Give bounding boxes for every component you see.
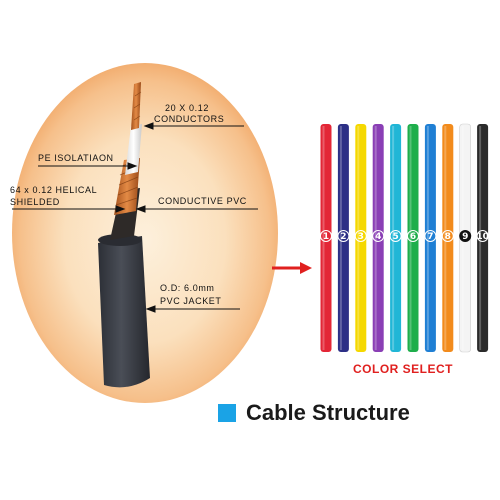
red-arrow	[272, 262, 312, 274]
wire-4-body	[372, 124, 384, 352]
wire-10-highlight	[479, 126, 482, 350]
color-wires: 1 2 3 4 5 6 7 8 9 10	[320, 123, 489, 353]
wire-9-number: 9	[462, 232, 468, 242]
wire-5-number-badge	[389, 230, 402, 242]
footer: Cable Structure	[218, 400, 410, 426]
wire-5-body	[390, 124, 402, 352]
conductors-label-line2: CONDUCTORS	[154, 114, 225, 124]
wire-8-number-badge	[441, 230, 454, 242]
wire-6-number-badge	[407, 230, 419, 242]
helical-shield-label-line2: SHIELDED	[10, 197, 60, 207]
wire-10-number: 10	[476, 232, 489, 242]
wire-2-body	[337, 124, 349, 352]
wire-2-highlight	[339, 126, 342, 350]
footer-square-icon	[218, 404, 236, 422]
wire-3: 3	[354, 124, 367, 352]
wire-2-number-badge	[337, 230, 350, 242]
wire-5: 5	[389, 124, 402, 352]
wire-9-number-badge	[459, 230, 472, 242]
wire-1-highlight	[322, 126, 325, 350]
halo-background	[12, 63, 278, 403]
wire-7-number: 7	[427, 232, 433, 242]
callout-leaders	[12, 122, 258, 313]
footer-title: Cable Structure	[246, 400, 410, 425]
pe-isolation-layer	[125, 124, 142, 175]
wire-3-number: 3	[358, 232, 364, 242]
color-select-label: COLOR SELECT	[352, 362, 453, 376]
wire-1-number-badge	[320, 230, 332, 242]
wire-5-number: 5	[392, 232, 398, 242]
wire-6-highlight	[409, 126, 412, 350]
wire-7-number-badge	[424, 230, 437, 242]
wire-6: 6	[407, 124, 419, 352]
wire-4-highlight	[374, 126, 377, 350]
pvc-jacket-top	[98, 234, 142, 246]
wire-6-body	[407, 124, 419, 352]
wire-4-number-badge	[372, 230, 385, 242]
wire-7: 7	[424, 124, 437, 352]
cable-cutaway	[98, 82, 150, 388]
wire-4-number: 4	[375, 232, 381, 242]
wire-2: 2	[337, 124, 350, 352]
wire-5-highlight	[392, 126, 395, 350]
wire-1-number: 1	[323, 232, 329, 242]
pvc-jacket	[98, 236, 150, 388]
wire-8-body	[442, 124, 454, 352]
wire-1: 1	[320, 124, 332, 352]
wire-10-number-badge	[476, 230, 489, 242]
conductors-label-line1: 20 X 0.12	[165, 103, 209, 113]
wire-10-body	[477, 124, 489, 352]
wire-8-highlight	[444, 126, 447, 350]
wire-1-body	[320, 124, 332, 352]
wire-7-highlight	[426, 126, 429, 350]
wire-8-number: 8	[445, 232, 451, 242]
od-label: O.D: 6.0mm	[160, 283, 215, 293]
wire-10: 10	[476, 124, 489, 352]
wire-8: 8	[441, 124, 454, 352]
helical-shield-label-line1: 64 x 0.12 HELICAL	[10, 185, 98, 195]
wire-6-number: 6	[410, 232, 416, 242]
wire-3-body	[355, 124, 367, 352]
pe-isolation-label: PE ISOLATIAON	[38, 153, 114, 163]
conductive-pvc-label: CONDUCTIVE PVC	[158, 196, 247, 206]
wire-3-number-badge	[354, 230, 367, 242]
wire-2-number: 2	[340, 232, 346, 242]
wire-4: 4	[372, 124, 385, 352]
wire-7-body	[424, 124, 436, 352]
wire-9: 9	[459, 123, 472, 353]
wire-3-highlight	[357, 126, 360, 350]
pvc-jacket-label: PVC JACKET	[160, 296, 222, 306]
